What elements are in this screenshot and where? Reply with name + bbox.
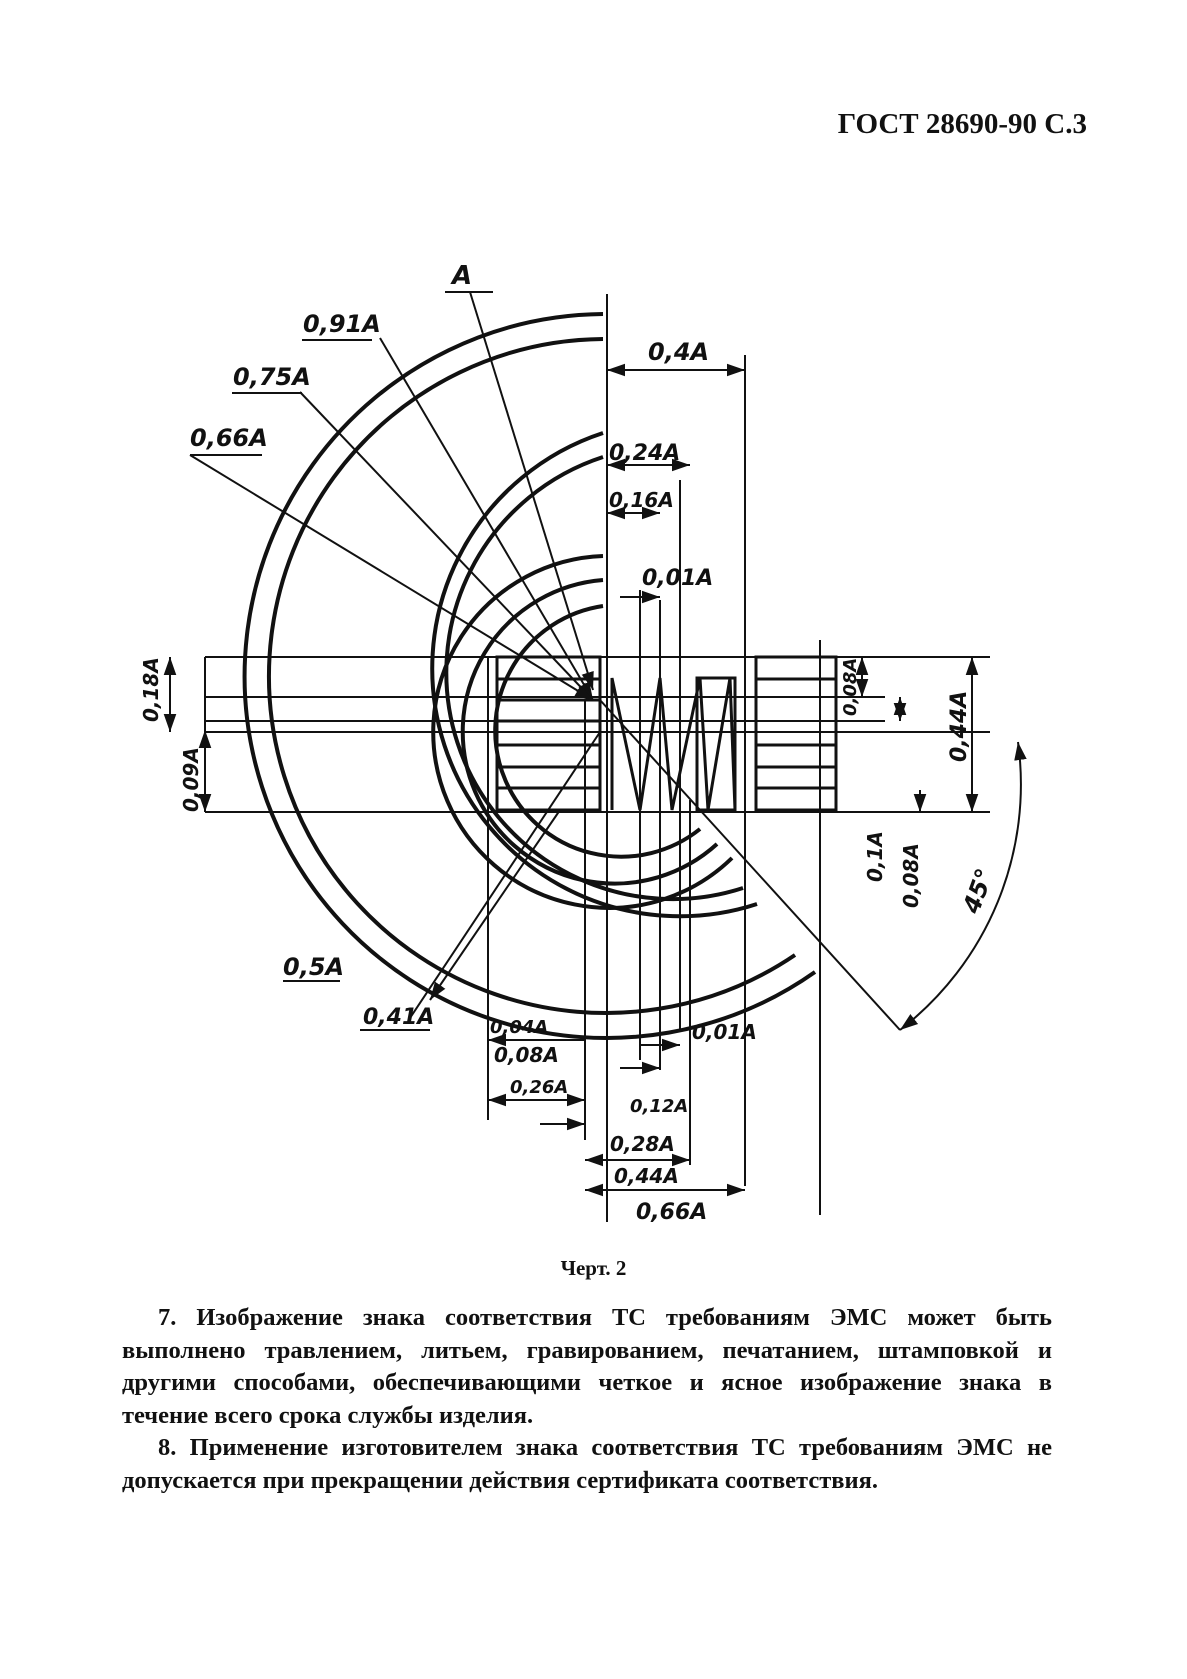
paragraph-8: 8. Применение изготовителем знака соотве… bbox=[122, 1434, 1052, 1494]
arc-mid-1 bbox=[430, 431, 758, 919]
label-h01: 0,1A bbox=[863, 831, 887, 882]
label-b001: 0,01A bbox=[692, 1020, 757, 1044]
label-b008: 0,08A bbox=[494, 1043, 559, 1067]
leader-lines bbox=[190, 291, 493, 1031]
page-header: ГОСТ 28690-90 С.3 bbox=[837, 108, 1087, 140]
figure-caption: Черт. 2 bbox=[560, 1256, 627, 1280]
label-r041: 0,41A bbox=[363, 1005, 434, 1030]
dimension-labels: A 0,91A 0,75A 0,66A 0,4A 0,24A 0,16A 0,0… bbox=[139, 261, 999, 1225]
label-h044: 0,44A bbox=[947, 691, 972, 762]
label-r05: 0,5A bbox=[283, 953, 344, 981]
label-b026: 0,26A bbox=[510, 1077, 568, 1098]
label-h018: 0,18A bbox=[139, 657, 163, 722]
label-r075: 0,75A bbox=[233, 363, 311, 391]
arc-inner-2 bbox=[460, 578, 719, 886]
label-r091: 0,91A bbox=[303, 310, 381, 338]
label-angle45: 45° bbox=[957, 865, 999, 918]
paragraph-7: 7. Изображение знака соответствия ТС тре… bbox=[122, 1304, 1052, 1429]
arc-mid-2 bbox=[444, 455, 744, 902]
body-text: 7. Изображение знака соответствия ТС тре… bbox=[122, 1302, 1052, 1497]
label-h008a: 0,08A bbox=[840, 658, 861, 716]
label-b004: 0,04A bbox=[490, 1017, 548, 1038]
label-w016: 0,16A bbox=[609, 488, 674, 512]
label-A: A bbox=[450, 261, 472, 291]
dimension-arrows bbox=[163, 291, 1027, 1197]
label-b044: 0,44A bbox=[614, 1164, 679, 1188]
label-h008b: 0,08A bbox=[899, 843, 923, 908]
label-b066: 0,66A bbox=[636, 1200, 707, 1225]
label-w04: 0,4A bbox=[648, 338, 709, 366]
label-h009: 0,09A bbox=[179, 747, 203, 812]
label-w024: 0,24A bbox=[609, 441, 680, 466]
label-b012: 0,12A bbox=[630, 1096, 688, 1117]
label-r066: 0,66A bbox=[190, 424, 268, 452]
arc-inner-1 bbox=[431, 554, 734, 910]
arc-outer-1 bbox=[242, 312, 817, 1040]
label-w001-top: 0,01A bbox=[642, 566, 713, 591]
technical-drawing: A 0,91A 0,75A 0,66A 0,4A 0,24A 0,16A 0,0… bbox=[139, 261, 1027, 1225]
arc-inner-3 bbox=[493, 604, 702, 859]
label-b028: 0,28A bbox=[610, 1132, 675, 1156]
